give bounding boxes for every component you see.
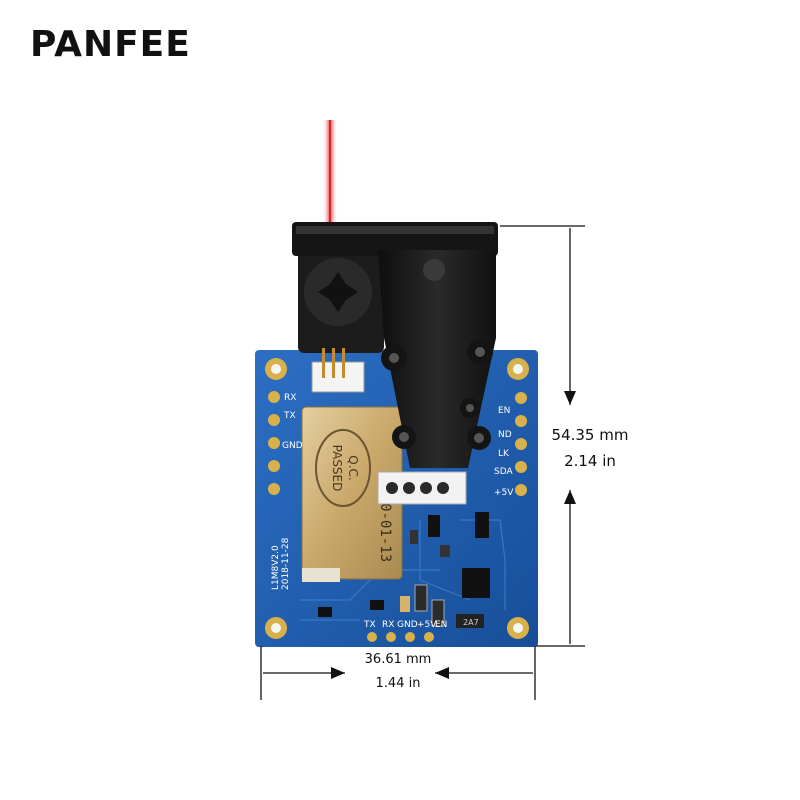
pin-label-bottom-1: RX — [382, 620, 394, 630]
height-dimension-mm: 54.35 mm — [551, 426, 629, 444]
laser-module-housing — [292, 222, 498, 468]
dimension-lines — [260, 225, 585, 700]
pin-label-left-1: TX — [283, 411, 296, 421]
pin-label-right-1: ND — [498, 430, 512, 440]
qc-stamp-line2: PASSED — [330, 445, 344, 492]
dimension-arrows — [331, 391, 576, 679]
laser-pin-header — [311, 348, 365, 393]
pin-label-bottom-3: +5V — [417, 620, 437, 630]
smd-components — [318, 512, 490, 628]
board-date-label: 2018-11-28 — [281, 537, 291, 590]
qc-stamp-line1: Q.C. — [346, 455, 360, 480]
pin-label-right-4: +5V — [494, 488, 514, 498]
pin-label-right-2: LK — [498, 449, 510, 459]
pin-label-bottom-0: TX — [363, 620, 376, 630]
width-dimension-mm: 36.61 mm — [364, 652, 432, 667]
chip-label: 2A7 — [463, 618, 479, 627]
pin-label-bottom-4: EN — [435, 620, 447, 630]
pin-label-left-0: RX — [284, 393, 296, 403]
pin-label-right-3: SDA — [494, 467, 513, 477]
pin-label-bottom-2: GND — [397, 620, 418, 630]
board-version-label: L1M8V2.0 — [271, 545, 281, 590]
height-dimension-in: 2.14 in — [564, 452, 616, 470]
pin-label-left-2: GND — [282, 441, 303, 451]
brand-logo-text: PANFEE — [30, 24, 191, 65]
pin-label-right-0: EN — [498, 406, 510, 416]
sensor-connector — [377, 471, 467, 505]
width-dimension-in: 1.44 in — [375, 676, 421, 691]
